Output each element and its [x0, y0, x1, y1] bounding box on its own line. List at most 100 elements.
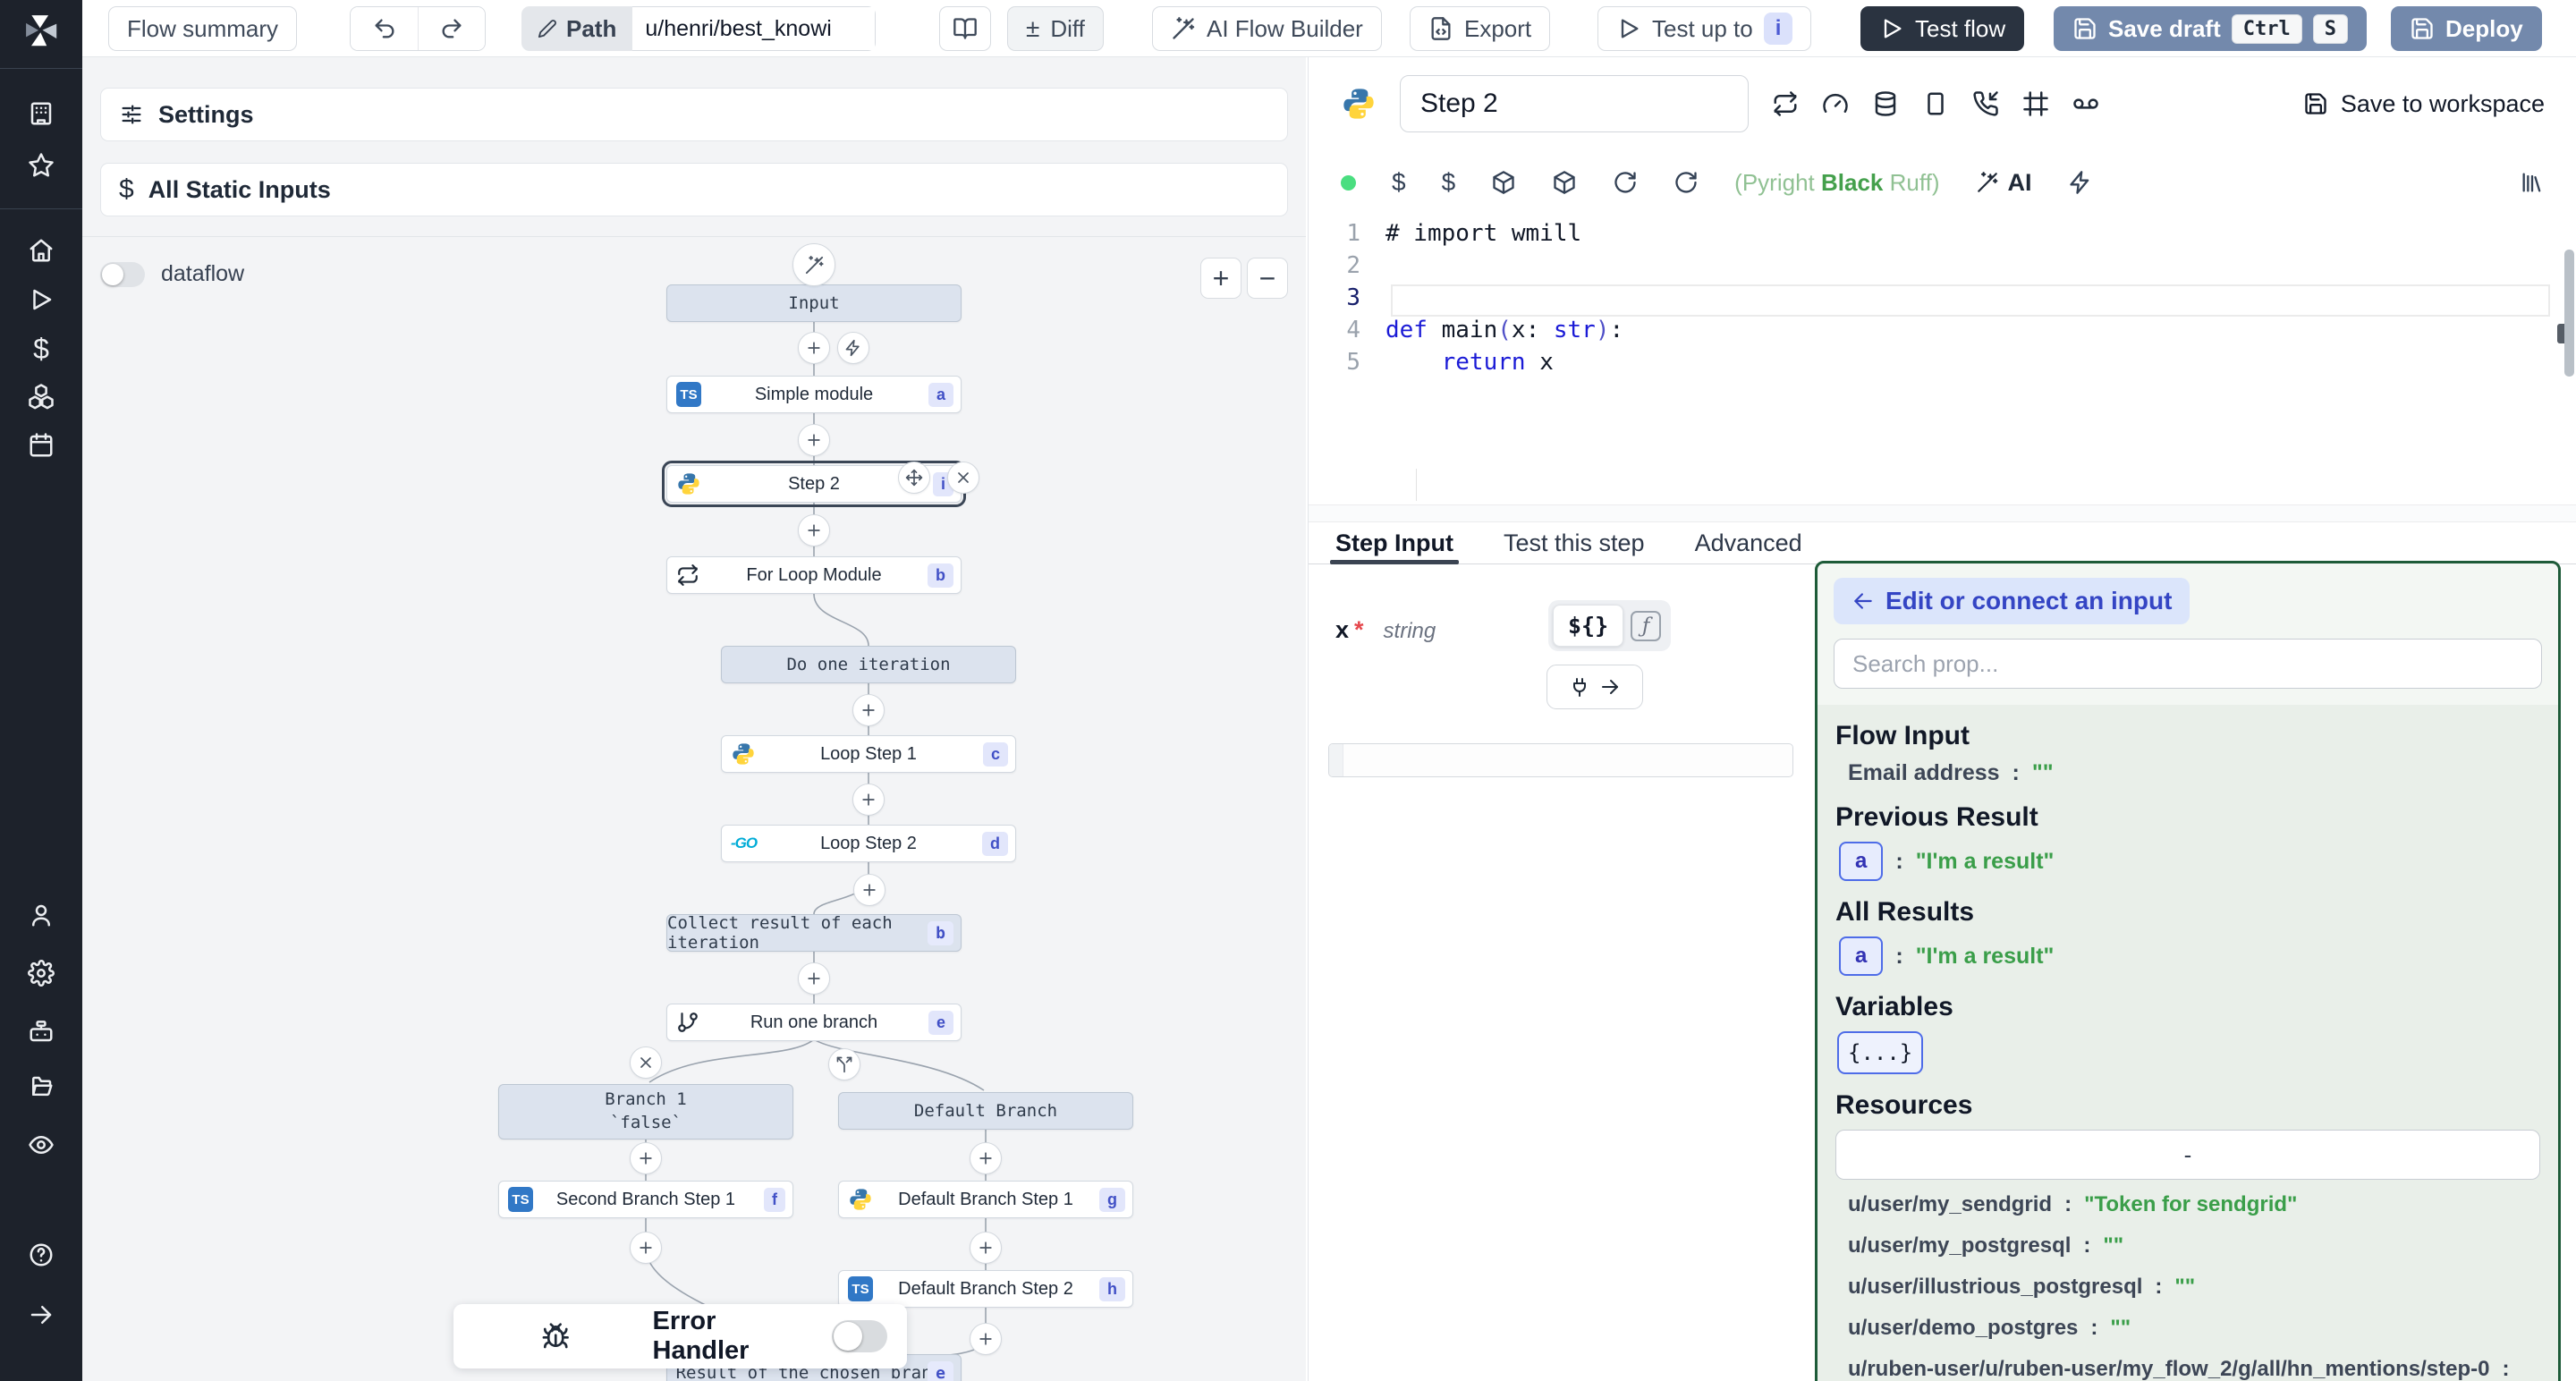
template-mode-button[interactable]: ${} [1553, 605, 1624, 647]
help-icon[interactable] [28, 1241, 55, 1268]
insert-step-button[interactable] [853, 874, 886, 906]
cache-icon[interactable] [1872, 90, 1899, 117]
flow-node-simple-module[interactable]: TS Simple module a [666, 376, 962, 413]
favorites-icon[interactable] [28, 152, 55, 179]
panel-scrollbar-thumb[interactable] [2564, 250, 2574, 377]
zap-icon[interactable] [2068, 170, 2093, 195]
sidebar-item-settings[interactable] [28, 960, 55, 987]
step-id-badge[interactable]: a [1839, 936, 1884, 976]
save-draft-button[interactable]: Save draft Ctrl S [2054, 6, 2367, 51]
flow-node-loop-step-1[interactable]: Loop Step 1 c [721, 735, 1016, 773]
edit-or-connect-button[interactable]: Edit or connect an input [1834, 578, 2190, 624]
flow-node-input[interactable]: Input [666, 284, 962, 322]
insert-step-button[interactable] [798, 332, 830, 364]
flow-node-run-one-branch[interactable]: Run one branch e [666, 1004, 962, 1041]
resource-picker-icon[interactable]: $ [1441, 168, 1456, 196]
windmill-logo-icon[interactable] [21, 11, 61, 50]
sidebar-item-runs[interactable] [28, 286, 55, 313]
move-step-button[interactable] [898, 462, 930, 494]
flow-node-for-loop[interactable]: For Loop Module b [666, 556, 962, 594]
resource-row[interactable]: u/user/my_sendgrid : "Token for sendgrid… [1848, 1192, 2298, 1216]
insert-step-button[interactable] [852, 784, 885, 816]
flow-node-default-branch-step-1[interactable]: Default Branch Step 1 g [838, 1181, 1133, 1218]
resource-row[interactable]: u/ruben-user/u/ruben-user/my_flow_2/g/al… [1848, 1357, 2510, 1381]
package-icon[interactable] [1491, 170, 1516, 195]
sidebar-item-resources[interactable] [28, 383, 55, 410]
sidebar-item-home[interactable] [28, 237, 55, 264]
undo-button[interactable] [351, 7, 418, 50]
early-stop-icon[interactable] [1922, 90, 1949, 117]
delete-step-button[interactable] [947, 462, 979, 494]
docs-button[interactable] [939, 6, 991, 51]
retries-icon[interactable] [1772, 90, 1799, 117]
argument-value-input[interactable] [1328, 743, 1793, 777]
step-id-badge[interactable]: a [1839, 842, 1884, 881]
sleep-icon[interactable] [2072, 90, 2099, 117]
resource-row[interactable]: u/user/my_postgresql : "" [1848, 1233, 2124, 1258]
zoom-out-button[interactable]: − [1247, 258, 1288, 299]
dataflow-toggle[interactable] [100, 261, 145, 287]
concurrency-icon[interactable] [1822, 90, 1849, 117]
insert-step-button[interactable] [970, 1142, 1002, 1174]
resource-row[interactable]: u/user/demo_postgres : "" [1848, 1316, 2131, 1340]
ai-suggest-button[interactable] [792, 243, 835, 286]
insert-step-button[interactable] [852, 694, 885, 726]
prop-row[interactable]: Email address : "" [1848, 760, 2054, 785]
save-to-workspace-button[interactable]: Save to workspace [2303, 90, 2545, 118]
ai-flow-builder-button[interactable]: AI Flow Builder [1152, 6, 1382, 51]
reload-icon[interactable] [1613, 170, 1638, 195]
sidebar-item-folders[interactable] [28, 1073, 55, 1100]
variable-picker-icon[interactable]: $ [1392, 168, 1406, 196]
sidebar-item-users[interactable] [28, 902, 55, 928]
flow-summary-button[interactable]: Flow summary [108, 6, 298, 51]
all-static-inputs-card[interactable]: $ All Static Inputs [100, 163, 1288, 216]
tab-step-input[interactable]: Step Input [1330, 522, 1459, 564]
flow-node-loop-step-2[interactable]: -GO Loop Step 2 d [721, 825, 1016, 862]
suspend-icon[interactable] [1972, 90, 1999, 117]
javascript-mode-button[interactable]: ƒ [1631, 610, 1662, 641]
insert-step-button[interactable] [970, 1323, 1002, 1355]
tab-test-this-step[interactable]: Test this step [1503, 529, 1645, 556]
test-flow-button[interactable]: Test flow [1860, 6, 2025, 51]
resource-row[interactable]: u/user/illustrious_postgresql : "" [1848, 1275, 2196, 1299]
search-prop-input[interactable] [1834, 639, 2542, 689]
insert-step-button[interactable] [798, 424, 830, 456]
panel-splitter[interactable] [1309, 504, 2576, 522]
redo-button[interactable] [418, 7, 485, 50]
insert-step-button[interactable] [798, 962, 830, 995]
export-button[interactable]: Export [1410, 6, 1551, 51]
flow-settings-card[interactable]: Settings [100, 88, 1288, 141]
sidebar-item-variables[interactable]: $ [33, 333, 49, 365]
library-icon[interactable] [2520, 170, 2545, 195]
ai-gen-button[interactable]: AI [1976, 169, 2032, 197]
package-icon[interactable] [1552, 170, 1577, 195]
flow-node-second-branch-step-1[interactable]: TS Second Branch Step 1 f [498, 1181, 793, 1218]
insert-step-button[interactable] [798, 514, 830, 546]
code-editor[interactable]: 1 # import wmill 2 3 4 def main(x: str):… [1309, 215, 2576, 504]
error-handler-toggle[interactable] [832, 1320, 887, 1352]
tab-advanced[interactable]: Advanced [1694, 529, 1802, 556]
path-input[interactable] [632, 6, 877, 51]
flow-node-do-one-iteration[interactable]: Do one iteration [721, 646, 1016, 683]
remove-branch-button[interactable] [630, 1046, 662, 1079]
workspace-icon[interactable] [28, 100, 55, 127]
diff-button[interactable]: ± Diff [1007, 6, 1104, 51]
reload-icon[interactable] [1674, 170, 1699, 195]
insert-step-button[interactable] [630, 1142, 662, 1174]
step-name-input[interactable] [1400, 75, 1749, 132]
sidebar-item-schedules[interactable] [28, 432, 55, 459]
flow-node-default-branch[interactable]: Default Branch [838, 1092, 1133, 1130]
expand-sidebar-icon[interactable] [28, 1301, 55, 1328]
add-trigger-button[interactable] [837, 332, 869, 364]
insert-step-button[interactable] [630, 1232, 662, 1264]
path-label[interactable]: Path [521, 6, 633, 51]
add-branch-button[interactable] [828, 1048, 860, 1080]
mock-icon[interactable] [2022, 90, 2049, 117]
sidebar-item-audit-logs[interactable] [28, 1131, 55, 1158]
connect-input-button[interactable] [1546, 665, 1643, 709]
insert-step-button[interactable] [970, 1232, 1002, 1264]
test-up-to-button[interactable]: Test up to i [1597, 6, 1812, 51]
flow-node-branch-1[interactable]: Branch 1 `false` [498, 1084, 793, 1140]
zoom-in-button[interactable]: + [1200, 258, 1241, 299]
resource-type-select[interactable]: - [1835, 1130, 2540, 1180]
